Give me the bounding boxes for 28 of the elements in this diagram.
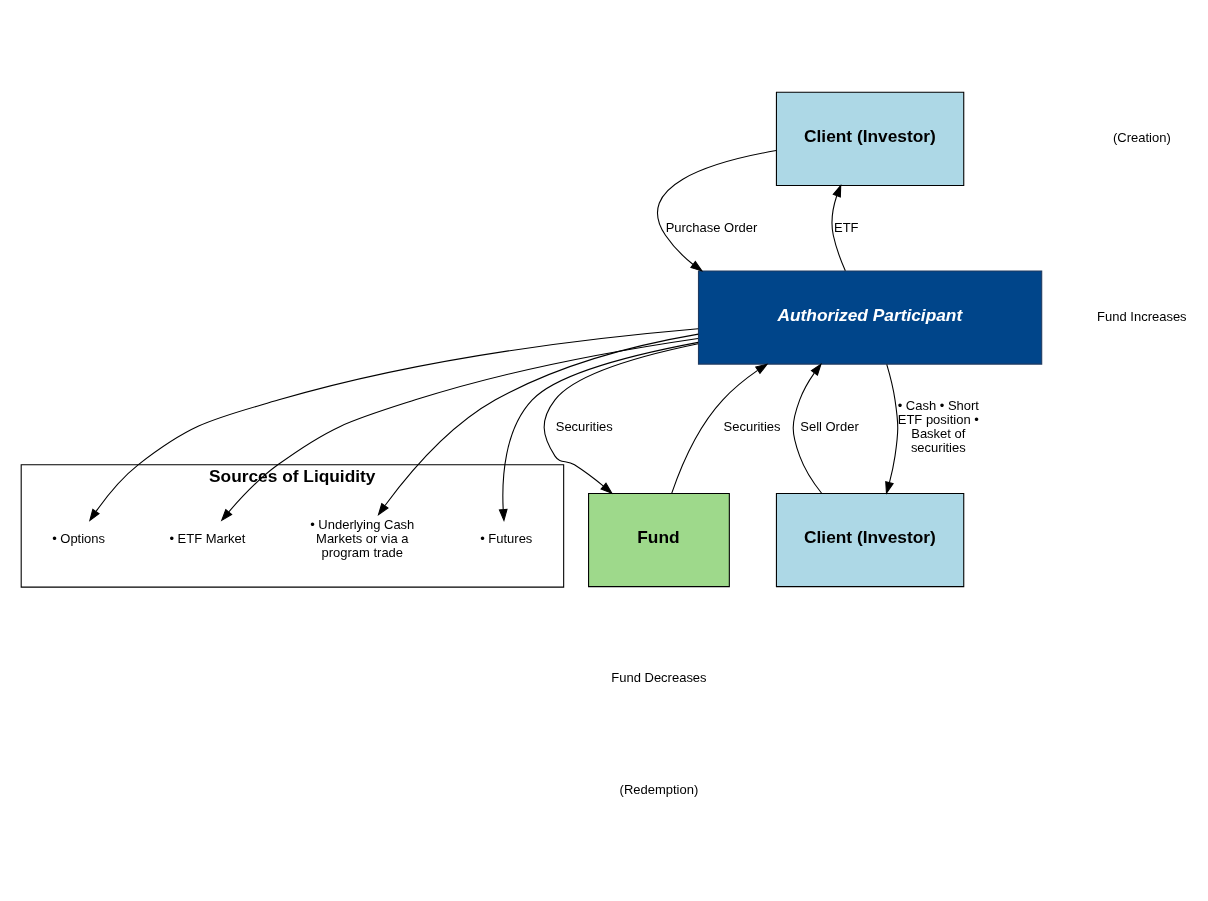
- node-box: Fund: [588, 492, 730, 587]
- edge-label: ETF: [834, 219, 859, 235]
- arrow: [831, 183, 846, 271]
- label: (Redemption): [619, 781, 699, 797]
- arrow: [88, 327, 699, 522]
- node-box: Client (Investor): [775, 492, 965, 587]
- arrow: [885, 363, 899, 495]
- arrow: [656, 149, 777, 272]
- edge-label: Securities: [723, 418, 781, 434]
- arrow: [220, 337, 699, 522]
- arrow: [671, 362, 769, 494]
- arrow: [543, 342, 699, 494]
- label: Fund Increases: [1097, 308, 1187, 324]
- node-box: Authorized Participant: [697, 269, 1043, 365]
- arrow: [377, 333, 699, 516]
- node-box: Client (Investor): [775, 91, 965, 186]
- arrow: [792, 362, 823, 494]
- node-text: • Futures: [480, 530, 533, 546]
- node-text: • Underlying Cash Markets or via a program trade: [310, 516, 415, 560]
- node-text: • Options: [52, 530, 106, 546]
- label: Fund Decreases: [611, 669, 707, 685]
- arrow: [498, 341, 699, 522]
- node-text: • ETF Market: [169, 530, 246, 546]
- edge-label: Purchase Order: [665, 219, 758, 235]
- label: (Creation): [1113, 129, 1171, 145]
- edge-label: • Cash • Short ETF position • Basket of securities: [897, 397, 979, 455]
- edge-label: Sell Order: [800, 418, 859, 434]
- edge-label: Securities: [555, 418, 613, 434]
